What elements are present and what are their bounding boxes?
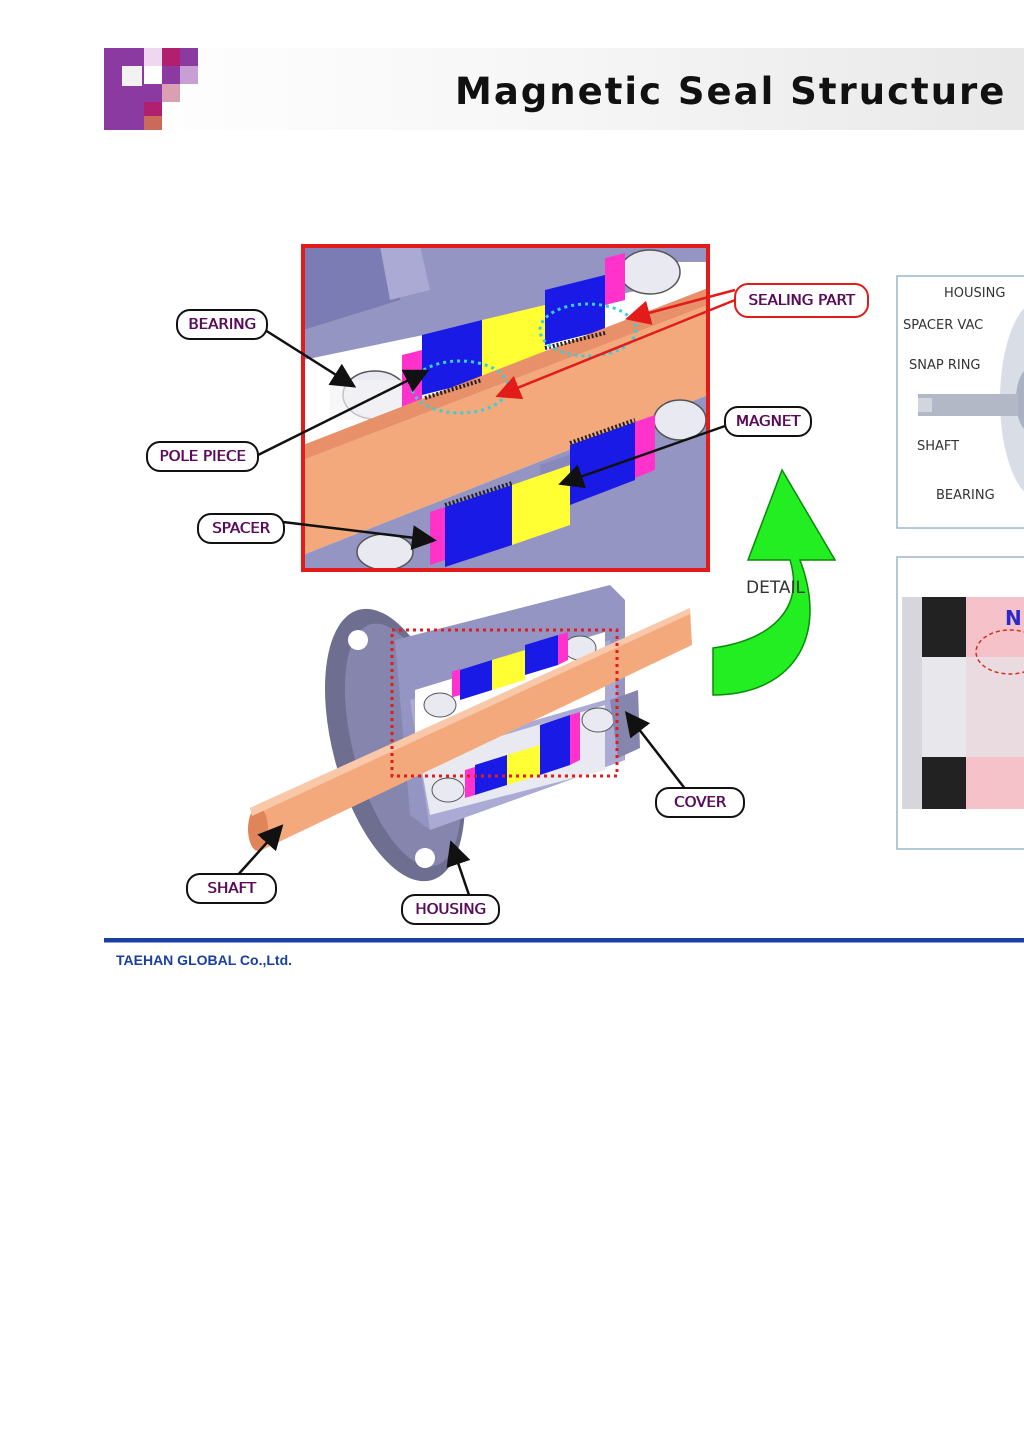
detail-label: DETAIL: [746, 578, 806, 598]
callout-cover: COVER: [655, 787, 745, 818]
footer-company-name: TAEHAN GLOBAL Co.,Ltd.: [116, 952, 293, 968]
callout-shaft: SHAFT: [186, 873, 277, 904]
callout-pole-piece: POLE PIECE: [146, 441, 259, 472]
callout-magnet: MAGNET: [724, 406, 812, 437]
seal-assembly: [248, 585, 692, 882]
photo-label-bearing: BEARING: [936, 488, 995, 503]
photo-label-snap-ring: SNAP RING: [909, 358, 981, 373]
photo-label-spacer-vac: SPACER VAC: [903, 318, 984, 333]
assembly-photo-top: [896, 275, 1024, 529]
photo-pole-mark: N: [1005, 606, 1022, 630]
page-title: Magnetic Seal Structure: [455, 70, 1007, 113]
callout-spacer: SPACER: [197, 513, 285, 544]
callout-housing: HOUSING: [401, 894, 500, 925]
detail-arrow: [712, 468, 837, 696]
header-band: [104, 48, 1024, 130]
sealing-leaders: [495, 288, 741, 400]
photo-label-housing: HOUSING: [944, 286, 1006, 301]
callout-bearing: BEARING: [176, 309, 268, 340]
footer-rule: [104, 938, 1024, 943]
photo-label-shaft: SHAFT: [917, 439, 960, 454]
callout-leaders: [235, 328, 726, 899]
callout-sealing-part: SEALING PART: [734, 283, 869, 318]
detail-cutaway: [303, 246, 708, 570]
flux-photo-bottom: [896, 556, 1024, 850]
